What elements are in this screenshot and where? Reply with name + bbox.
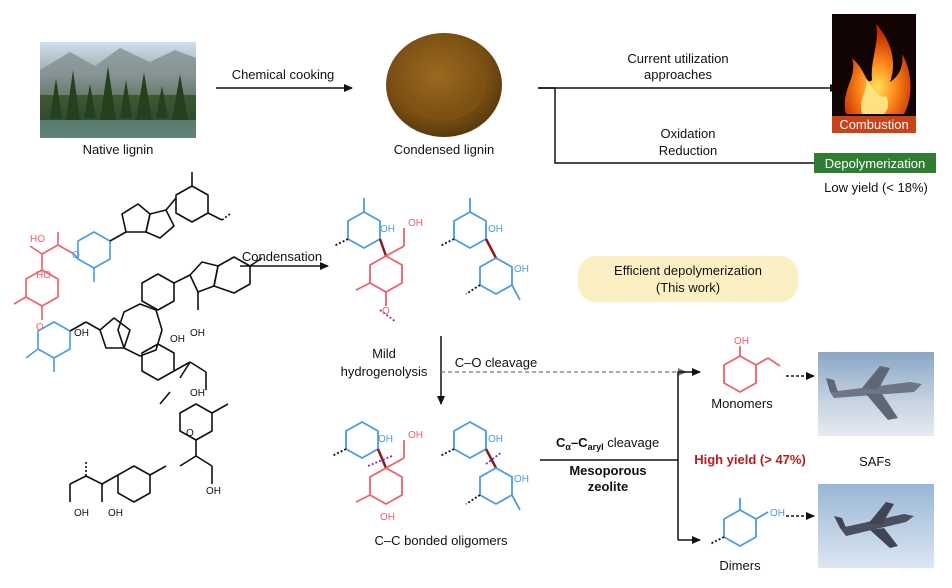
zeolite-label: zeolite — [588, 479, 628, 494]
jet-plane-photo — [818, 484, 934, 568]
olig1-oh-2: OH — [408, 430, 423, 441]
dimer-2-labels: OH OH — [488, 224, 529, 275]
arrow-monomers — [677, 368, 701, 540]
olig1-oh-1: OH — [378, 434, 393, 445]
native-oh-2: OH — [170, 334, 185, 345]
oligomer-2 — [439, 420, 521, 511]
native-o-2: O — [72, 250, 80, 261]
ca-caryl-label: Cα–Caryl cleavage — [556, 435, 659, 452]
dimer2-oh-2: OH — [514, 264, 529, 275]
oligomer-1-labels: OH OH OH — [378, 430, 423, 523]
approaches-label: approaches — [644, 67, 712, 82]
guaiacol-monomer — [723, 346, 781, 394]
high-yield-label: High yield (> 47%) — [694, 452, 806, 467]
native-oh-3: OH — [190, 328, 205, 339]
monomer-oh: OH — [734, 336, 749, 347]
native-lignin-atom-labels: HO HO O O OH OH OH OH O OH OH OH — [30, 234, 221, 519]
native-lignin-structure — [13, 172, 263, 503]
native-ho-2: HO — [36, 270, 51, 281]
native-lignin-photo — [40, 42, 196, 138]
olig1-oh-3: OH — [380, 512, 395, 523]
condensed-dimer-1 — [333, 198, 405, 323]
mild-label: Mild — [372, 346, 396, 361]
dimer1-oh-2: OH — [408, 218, 423, 229]
dimer-1-labels: OH OH O — [380, 218, 423, 317]
oxidation-label: Oxidation — [661, 126, 716, 141]
oligomer-1 — [331, 420, 405, 506]
native-oh-1: OH — [74, 328, 89, 339]
current-utilization-label: Current utilization — [627, 51, 728, 66]
native-o-3: O — [186, 428, 194, 439]
reduction-label: Reduction — [659, 143, 718, 158]
efficient-label: Efficient depolymerization — [614, 263, 762, 278]
condensation-label: Condensation — [242, 249, 322, 264]
mesoporous-label: Mesoporous — [569, 463, 646, 478]
this-work-label: (This work) — [656, 280, 720, 295]
dimer1-oh-1: OH — [380, 224, 395, 235]
safs-label: SAFs — [859, 454, 891, 469]
monomers-label: Monomers — [711, 396, 773, 411]
combustion-photo — [832, 14, 916, 116]
condensed-lignin-label: Condensed lignin — [394, 142, 494, 157]
combustion-label: Combustion — [839, 117, 908, 132]
native-oh-4: OH — [190, 388, 205, 399]
efficient-highlight — [578, 256, 798, 302]
condensed-dimer-2 — [439, 198, 521, 301]
cargo-plane-photo — [818, 352, 934, 436]
combustion-badge — [832, 116, 916, 133]
depolymerization-badge — [814, 153, 936, 173]
chemical-cooking-label: Chemical cooking — [232, 67, 335, 82]
co-cleavage-label: C–O cleavage — [455, 355, 537, 370]
native-oh-5: OH — [206, 486, 221, 497]
olig2-oh-2: OH — [514, 474, 529, 485]
oligomers-label: C–C bonded oligomers — [375, 533, 508, 548]
low-yield-label: Low yield (< 18%) — [824, 180, 928, 195]
olig2-oh-1: OH — [488, 434, 503, 445]
dimer2-oh-1: OH — [488, 224, 503, 235]
dimer1-o-1: O — [382, 306, 390, 317]
dimer-product — [709, 498, 769, 548]
native-lignin-label: Native lignin — [83, 142, 154, 157]
condensed-lignin-photo — [386, 33, 502, 137]
hydrogenolysis-label: hydrogenolysis — [341, 364, 428, 379]
native-oh-6: OH — [108, 508, 123, 519]
native-ho-1: HO — [30, 234, 45, 245]
dimers-label: Dimers — [719, 558, 761, 573]
depolymerization-label: Depolymerization — [825, 156, 925, 171]
dimer-product-oh: OH — [770, 508, 785, 519]
native-o-1: O — [36, 322, 44, 333]
native-oh-7: OH — [74, 508, 89, 519]
oligomer-2-labels: OH OH — [488, 434, 529, 485]
